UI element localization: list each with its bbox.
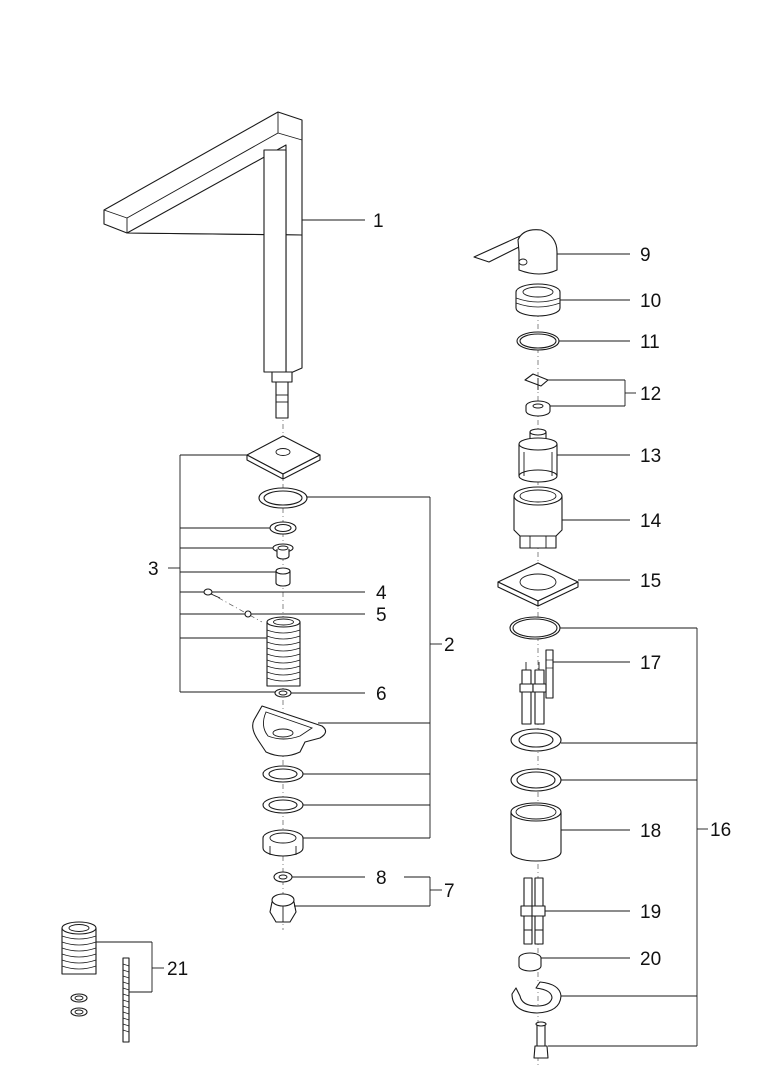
- part-body-ring-upper: [510, 728, 562, 752]
- part-mounting-kit: [61, 921, 130, 1043]
- part-body-sleeve: [510, 802, 562, 862]
- callout-17: 17: [640, 653, 661, 674]
- callout-14: 14: [640, 511, 662, 532]
- part-body-o-ring-top: [509, 616, 561, 640]
- callout-18: 18: [640, 821, 661, 842]
- part-square-plate: [497, 562, 579, 607]
- callout-20: 20: [640, 949, 661, 970]
- leader-lines: [96, 219, 708, 1047]
- callout-5: 5: [376, 605, 387, 626]
- callout-4: 4: [376, 583, 387, 604]
- part-mounting-nut: [262, 829, 304, 857]
- part-supply-hoses: [519, 649, 554, 725]
- screw-axis: [207, 591, 263, 623]
- callout-21: 21: [167, 959, 188, 980]
- part-small-nut: [518, 952, 542, 972]
- part-lever-handle: [473, 229, 558, 275]
- part-clip: [524, 373, 549, 390]
- part-large-o-ring: [258, 487, 308, 509]
- part-small-ring: [269, 521, 297, 535]
- callout-7: 7: [444, 881, 455, 902]
- callout-10: 10: [640, 291, 661, 312]
- part-threaded-shank: [266, 616, 301, 687]
- part-bottom-bolt: [533, 1021, 549, 1059]
- part-cartridge-housing: [513, 486, 563, 549]
- part-screw: [203, 588, 221, 599]
- callout-16: 16: [710, 820, 731, 841]
- part-sleeve: [275, 567, 291, 587]
- part-flange-plate: [246, 435, 321, 480]
- part-body-ring-lower: [510, 768, 562, 792]
- callout-6: 6: [376, 684, 387, 705]
- callout-8: 8: [376, 868, 387, 889]
- callout-2: 2: [444, 635, 455, 656]
- part-lower-hoses: [520, 877, 546, 945]
- callout-13: 13: [640, 446, 661, 467]
- part-spout: [103, 111, 303, 419]
- part-hex-fitting: [269, 893, 297, 923]
- part-triangular-bracket: [252, 705, 327, 757]
- part-cartridge: [518, 428, 558, 483]
- part-washer: [273, 871, 293, 883]
- part-cap-nut: [515, 283, 561, 317]
- part-u-clamp: [511, 981, 562, 1014]
- callout-15: 15: [640, 571, 661, 592]
- part-adapter: [525, 400, 551, 417]
- part-gasket-b: [262, 796, 304, 814]
- callout-3: 3: [148, 559, 159, 580]
- part-pin: [244, 610, 252, 618]
- callout-19: 19: [640, 902, 661, 923]
- callout-12: 12: [640, 384, 661, 405]
- callout-labels: 1 2 3 4 5 6 7 8 9 10 11 12 13 14 15 16 1…: [148, 211, 731, 980]
- callout-9: 9: [640, 245, 651, 266]
- callout-1: 1: [373, 211, 384, 232]
- part-o-ring: [516, 331, 560, 351]
- callout-11: 11: [640, 332, 660, 353]
- part-gasket-a: [262, 765, 304, 783]
- part-small-washer: [274, 688, 292, 698]
- part-bushing: [272, 543, 294, 560]
